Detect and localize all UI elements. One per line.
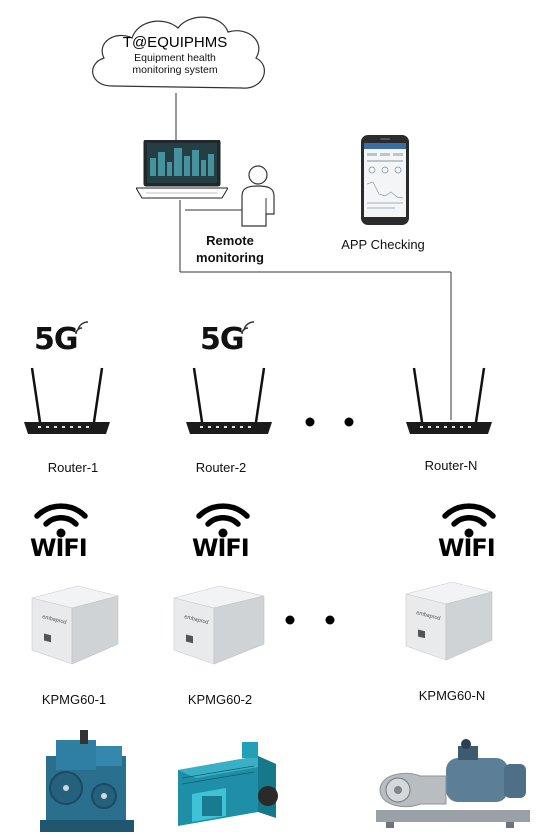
ellipsis-routers	[305, 417, 354, 427]
person-icon	[241, 165, 275, 227]
router-icon-2	[186, 367, 272, 434]
router-label-1: Router-1	[47, 460, 99, 475]
svg-text:embaprod: embaprod	[42, 614, 67, 626]
phone-icon	[361, 135, 409, 225]
svg-text:embaprod: embaprod	[416, 610, 441, 622]
5g-badge-1: 5G	[34, 322, 78, 357]
cloud-subtitle-2: monitoring system	[132, 64, 218, 76]
gearbox-equipment-image	[40, 730, 134, 832]
sensor-device-n: embaprod	[405, 581, 493, 661]
wifi-icon-n	[442, 503, 496, 538]
ellipsis-sensors	[285, 615, 335, 625]
wifi-icon-1	[34, 503, 88, 538]
sensor-label-n: KPMG60-N	[418, 688, 486, 703]
router-icon-1	[24, 367, 110, 434]
sensor-device-1: embaprod	[31, 585, 119, 665]
remote-monitoring-label: Remote monitoring	[196, 233, 264, 265]
svg-text:embaprod: embaprod	[184, 614, 209, 626]
cloud-icon	[92, 16, 265, 89]
sensor-label-2: KPMG60-2	[187, 692, 253, 707]
wifi-icon-2	[196, 503, 250, 538]
motor-equipment-image	[178, 742, 278, 826]
cloud-subtitle-1: Equipment health	[134, 52, 216, 64]
laptop-icon	[136, 140, 228, 199]
sensor-label-1: KPMG60-1	[41, 692, 107, 707]
wifi-text-n: WIFI	[438, 534, 496, 562]
cloud-title: T@EQUIPHMS	[122, 34, 228, 51]
pump-equipment-image	[376, 739, 530, 828]
signal-icon-1	[75, 321, 89, 335]
sensor-device-2: embaprod	[173, 585, 265, 665]
wifi-text-2: WIFI	[192, 534, 250, 562]
app-checking-label: APP Checking	[341, 237, 425, 252]
signal-icon-2	[241, 321, 255, 335]
5g-badge-2: 5G	[200, 322, 244, 357]
wifi-text-1: WIFI	[30, 534, 88, 562]
router-icon-n	[406, 367, 492, 434]
router-label-n: Router-N	[424, 458, 478, 473]
router-label-2: Router-2	[195, 460, 247, 475]
cloud-node: T@EQUIPHMS Equipment health monitoring s…	[82, 8, 268, 100]
